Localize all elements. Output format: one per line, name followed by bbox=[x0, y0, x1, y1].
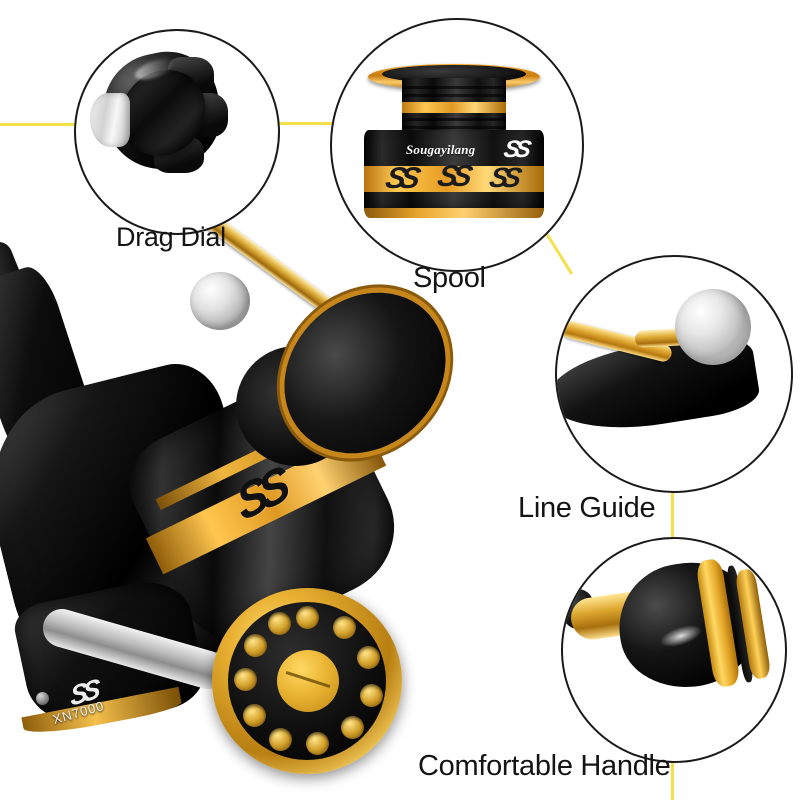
spool-neck-rib bbox=[402, 118, 506, 121]
rotor-port bbox=[341, 716, 364, 739]
connector-handle-to-bottom-edge bbox=[671, 759, 674, 800]
connector-drag-dial-to-spool bbox=[274, 122, 336, 125]
spool-neck-rib bbox=[402, 126, 506, 129]
callout-circle-line-guide bbox=[555, 255, 793, 493]
line-guide-roller bbox=[675, 289, 751, 365]
rotor-port bbox=[333, 616, 356, 639]
callout-circle-comfortable-handle bbox=[561, 537, 787, 763]
callout-label-comfortable-handle: Comfortable Handle bbox=[418, 750, 671, 782]
rotor-port bbox=[243, 704, 266, 727]
spool-bottom-gold-edge bbox=[364, 208, 544, 218]
spool-assembly: Sougayilang SS SS SS SS bbox=[364, 64, 544, 224]
spool-brand-text: Sougayilang bbox=[406, 142, 476, 157]
callout-label-drag-dial: Drag Dial bbox=[116, 222, 226, 252]
rotor-port bbox=[296, 606, 319, 629]
spool-ss-logo-white: SS bbox=[501, 136, 529, 163]
connector-line-guide-to-handle bbox=[671, 489, 674, 537]
connector-left-edge-to-drag-dial bbox=[0, 123, 76, 126]
rotor-port bbox=[269, 728, 292, 751]
spool-drum-gold-band bbox=[364, 166, 544, 192]
spool-neck-gold-band bbox=[402, 102, 506, 113]
callout-label-spool: Spool bbox=[413, 262, 486, 294]
callout-label-line-guide: Line Guide bbox=[518, 492, 656, 524]
rotor-port bbox=[360, 684, 383, 707]
reel-screw-left bbox=[36, 692, 49, 705]
rotor-port bbox=[244, 634, 267, 657]
spool-neck-rib bbox=[402, 94, 506, 97]
rotor-port bbox=[306, 732, 329, 755]
drag-dial-shaft bbox=[90, 93, 130, 147]
main-product-reel: SS SS XN7000 bbox=[0, 208, 520, 800]
spool-neck-rib bbox=[402, 86, 506, 89]
callout-circle-drag-dial bbox=[74, 29, 280, 235]
callout-circle-spool: Sougayilang SS SS SS SS bbox=[330, 18, 584, 272]
rotor-port bbox=[234, 668, 257, 691]
rotor-port bbox=[268, 612, 291, 635]
rotor-port bbox=[357, 646, 380, 669]
reel-line-roller bbox=[190, 272, 250, 330]
